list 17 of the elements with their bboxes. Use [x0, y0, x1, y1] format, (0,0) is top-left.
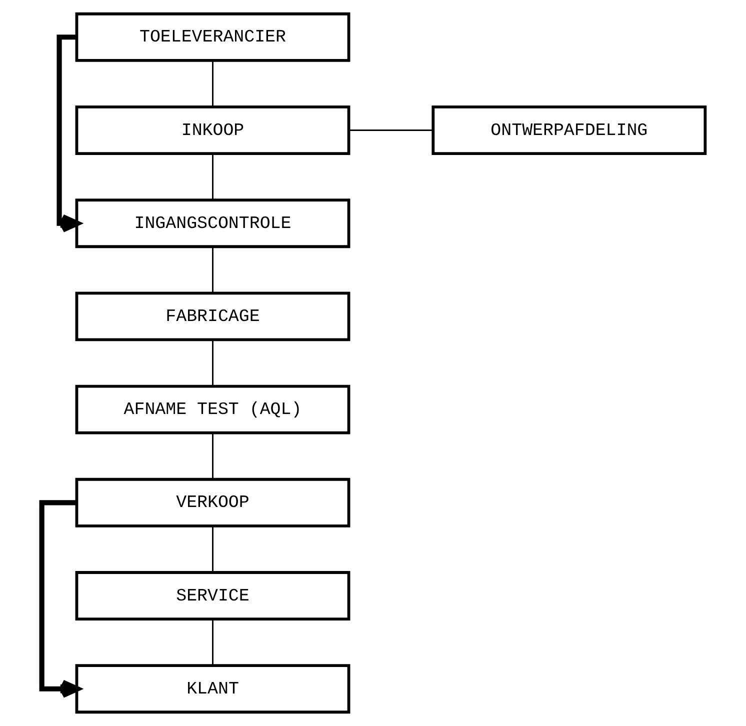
node-box: FABRICAGE — [74, 292, 350, 342]
node-box: INGANGSCONTROLE — [74, 198, 350, 248]
node-box: AFNAME TEST (AQL) — [74, 384, 350, 434]
connector — [212, 433, 213, 479]
connector — [212, 340, 213, 386]
node-box: ONTWERPAFDELING — [431, 106, 706, 155]
node-box: INKOOP — [74, 106, 350, 155]
connector — [212, 526, 213, 572]
connector — [212, 60, 213, 106]
node-box: VERKOOP — [74, 478, 350, 528]
node-box: KLANT — [74, 664, 350, 714]
node-box: TOELEVERANCIER — [74, 12, 350, 62]
connector — [348, 130, 432, 131]
connector — [212, 246, 213, 293]
connector — [212, 619, 213, 666]
connector — [212, 154, 213, 200]
node-box: SERVICE — [74, 571, 350, 620]
